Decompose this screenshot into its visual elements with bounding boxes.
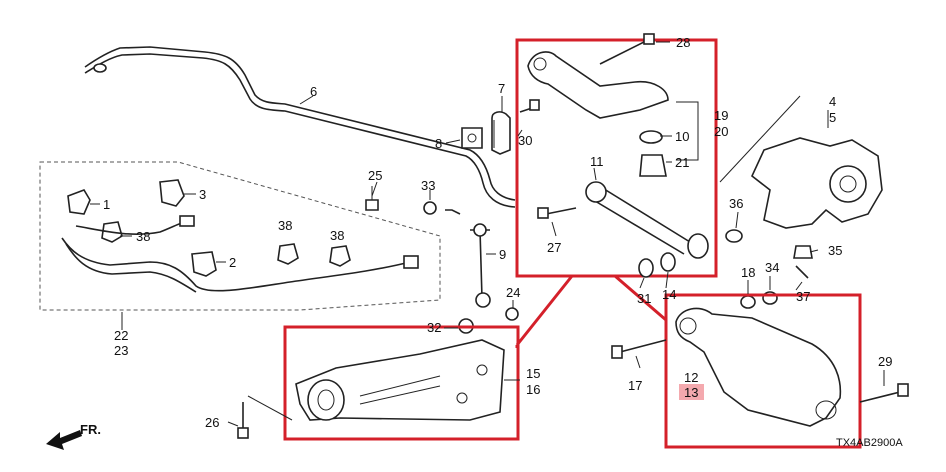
callout-14: 14 bbox=[662, 287, 676, 302]
leader-9-20 bbox=[676, 101, 699, 161]
callout-2: 2 bbox=[229, 255, 236, 270]
front-direction-arrow-icon: FR. bbox=[46, 422, 101, 450]
stabilizer-link[interactable] bbox=[445, 209, 491, 308]
nut-18[interactable] bbox=[740, 295, 756, 309]
callout-7: 7 bbox=[498, 81, 505, 96]
callout-27: 27 bbox=[547, 240, 561, 255]
bolt-28[interactable] bbox=[599, 33, 655, 65]
callout-32: 32 bbox=[427, 320, 441, 335]
callout-19-visible: 19 bbox=[714, 108, 728, 123]
callout-16: 16 bbox=[526, 382, 540, 397]
callout-22: 22 bbox=[114, 328, 128, 343]
highlight-box-trailing-arm bbox=[283, 325, 520, 441]
callout-12: 12 bbox=[684, 370, 698, 385]
direction-label: FR. bbox=[80, 422, 101, 437]
callout-15: 15 bbox=[526, 366, 540, 381]
callout-34: 34 bbox=[765, 260, 779, 275]
callout-31: 31 bbox=[637, 291, 651, 306]
callout-11: 11 bbox=[590, 154, 604, 169]
callout-20: 20 bbox=[714, 124, 728, 139]
bolt-17[interactable] bbox=[611, 339, 667, 359]
wiring-kit-frame bbox=[39, 161, 441, 311]
callout-37: 37 bbox=[796, 289, 810, 304]
callout-38-b: 38 bbox=[278, 218, 292, 233]
ball-joint-seal[interactable] bbox=[639, 154, 667, 177]
wire-harness[interactable] bbox=[61, 215, 419, 293]
nut-33[interactable] bbox=[423, 201, 437, 215]
trailing-arm[interactable] bbox=[295, 339, 505, 421]
callout-30: 30 bbox=[518, 133, 532, 148]
callout-8: 8 bbox=[435, 136, 442, 151]
callout-13-highlight bbox=[679, 384, 704, 400]
callout-23: 23 bbox=[114, 343, 128, 358]
pin-37[interactable] bbox=[795, 265, 809, 279]
callout-3: 3 bbox=[199, 187, 206, 202]
callout-5: 5 bbox=[829, 110, 836, 125]
washer-36[interactable] bbox=[725, 229, 743, 243]
ball-joint-boot[interactable] bbox=[639, 130, 663, 144]
callout-6: 6 bbox=[310, 84, 317, 99]
callout-25: 25 bbox=[368, 168, 382, 183]
callout-24: 24 bbox=[506, 285, 520, 300]
diagram-code: TX4AB2900A bbox=[836, 437, 903, 449]
highlight-callout-lines-right bbox=[614, 274, 667, 322]
callout-33: 33 bbox=[421, 178, 435, 193]
bushing-14[interactable] bbox=[660, 252, 676, 272]
bolt-29[interactable] bbox=[859, 383, 909, 403]
callout-26: 26 bbox=[205, 415, 219, 430]
stabilizer-holder[interactable] bbox=[491, 111, 511, 155]
bolt-27[interactable] bbox=[537, 207, 577, 219]
washer-31[interactable] bbox=[638, 258, 654, 278]
knuckle[interactable] bbox=[751, 137, 883, 229]
callout-4: 4 bbox=[829, 94, 836, 109]
leader-lines bbox=[90, 41, 885, 427]
callout-13: 13 bbox=[684, 385, 698, 400]
bolt-25[interactable] bbox=[365, 186, 379, 211]
highlight-box-lower-arm bbox=[664, 293, 862, 449]
callout-labels: 1 2 3 4 5 6 7 8 9 10 11 12 13 14 15 16 1… bbox=[103, 35, 892, 430]
bolt-30[interactable] bbox=[519, 99, 540, 113]
upper-arm[interactable] bbox=[527, 51, 669, 119]
clip-3[interactable] bbox=[159, 179, 185, 207]
callout-36: 36 bbox=[729, 196, 743, 211]
callout-35: 35 bbox=[828, 243, 842, 258]
callout-10: 10 bbox=[675, 129, 689, 144]
stabilizer-bar[interactable] bbox=[84, 46, 516, 208]
bolt-26[interactable] bbox=[237, 395, 293, 439]
nut-24[interactable] bbox=[505, 307, 519, 321]
callout-21: 21 bbox=[675, 155, 689, 170]
clip-1[interactable] bbox=[67, 189, 91, 215]
callout-38-a: 38 bbox=[136, 229, 150, 244]
callout-29: 29 bbox=[878, 354, 892, 369]
clip-2[interactable] bbox=[191, 251, 217, 277]
nut-35[interactable] bbox=[793, 245, 813, 259]
callout-18: 18 bbox=[741, 265, 755, 280]
callout-1: 1 bbox=[103, 197, 110, 212]
lower-arm[interactable] bbox=[675, 307, 842, 427]
clip-38-c[interactable] bbox=[329, 245, 351, 267]
stabilizer-bushing[interactable] bbox=[461, 127, 483, 149]
callout-38-c: 38 bbox=[330, 228, 344, 243]
callout-28: 28 bbox=[676, 35, 690, 50]
highlight-callout-lines-left bbox=[515, 275, 574, 348]
clip-38-b[interactable] bbox=[277, 243, 299, 265]
callout-17: 17 bbox=[628, 378, 642, 393]
toe-arm[interactable] bbox=[585, 181, 709, 259]
guide-line-knuckle bbox=[719, 95, 801, 183]
callout-9-link: 9 bbox=[499, 247, 506, 262]
